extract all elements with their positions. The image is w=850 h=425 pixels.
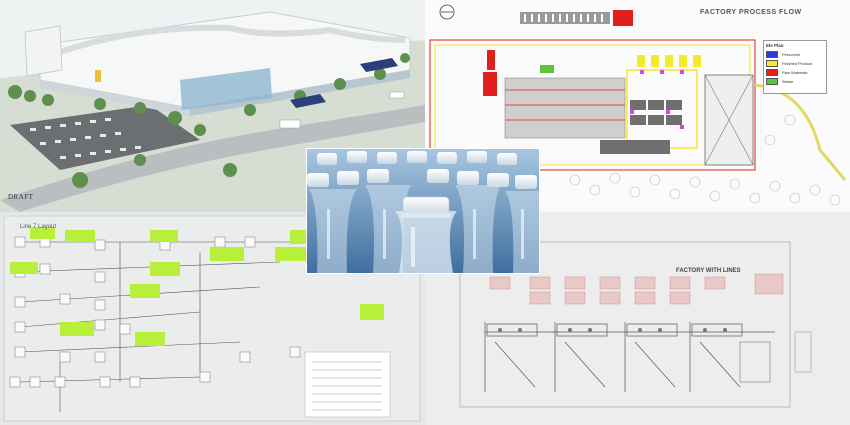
legend-swatch bbox=[766, 60, 778, 67]
legend-swatch bbox=[766, 78, 778, 85]
whiteboard-title: Line 7 Layout bbox=[20, 224, 57, 230]
legend-label: Raw Materials bbox=[782, 70, 808, 75]
legend-title: Ele Plan bbox=[766, 43, 784, 48]
rendering-illustration bbox=[0, 0, 425, 212]
process-flow-legend: Ele Plan Personnel Finished Product Raw … bbox=[763, 40, 827, 94]
legend-item: Waste bbox=[766, 77, 824, 86]
legend-label: Finished Product bbox=[782, 61, 813, 66]
legend-label: Waste bbox=[782, 79, 794, 84]
legend-item: Finished Product bbox=[766, 59, 824, 68]
legend-item: Raw Materials bbox=[766, 68, 824, 77]
legend-item: Personnel bbox=[766, 50, 824, 59]
process-flow-title: FACTORY PROCESS FLOW bbox=[700, 9, 802, 16]
bottles-illustration bbox=[307, 149, 539, 273]
factory-process-flow-drawing: Ele Plan Personnel Finished Product Raw … bbox=[425, 0, 850, 212]
legend-label: Personnel bbox=[782, 52, 801, 57]
factory-lines-title: FACTORY WITH LINES bbox=[676, 268, 741, 274]
legend-swatch bbox=[766, 69, 778, 76]
draft-label: DRAFT bbox=[8, 193, 34, 201]
water-bottles-photo bbox=[307, 149, 539, 273]
legend-swatch bbox=[766, 51, 778, 58]
factory-building-rendering: DRAFT bbox=[0, 0, 425, 212]
